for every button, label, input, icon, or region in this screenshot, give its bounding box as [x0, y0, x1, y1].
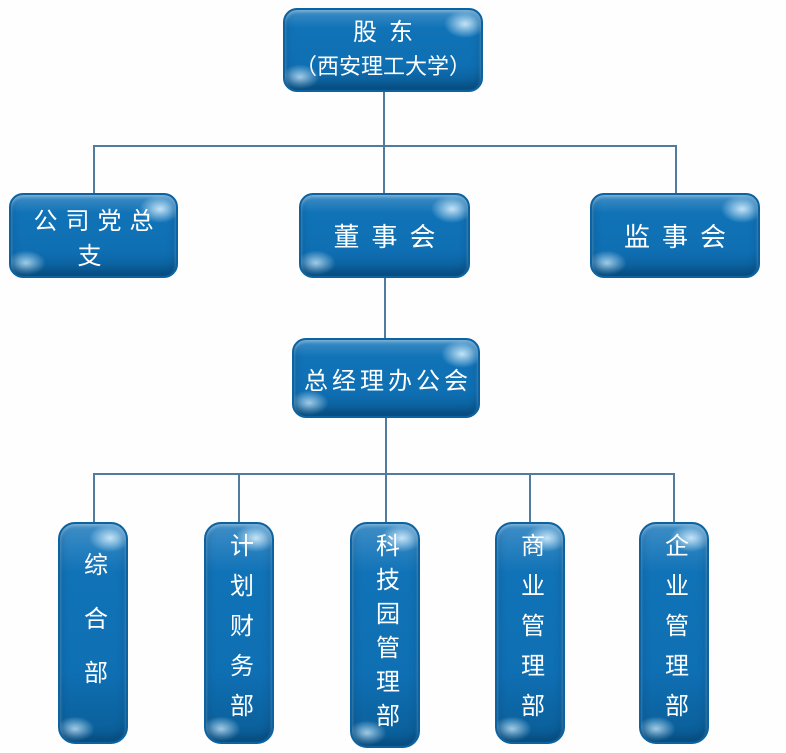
connector-root-spine	[383, 92, 385, 193]
node-gm-office-label: 总经理办公会	[304, 368, 472, 395]
connector-office-spine	[385, 418, 387, 522]
node-dept-general: 综合部	[58, 522, 128, 744]
connector-drop-dept-4	[529, 473, 531, 522]
node-board-of-directors-label: 董事会	[333, 223, 448, 252]
node-dept-enterprise-label: 企业管理部	[660, 533, 687, 733]
node-dept-science-park-label: 科技园管理部	[371, 533, 398, 737]
node-supervisory-board-label: 监事会	[623, 223, 738, 252]
node-gm-office: 总经理办公会	[292, 338, 480, 418]
node-dept-enterprise: 企业管理部	[639, 522, 709, 744]
node-dept-planning-finance-label: 计划财务部	[225, 533, 252, 733]
connector-drop-dept-1	[93, 473, 95, 522]
node-dept-planning-finance: 计划财务部	[204, 522, 274, 744]
node-shareholder: 股东 （西安理工大学）	[283, 8, 483, 92]
connector-board-to-office	[384, 278, 386, 338]
node-dept-general-label: 综合部	[79, 552, 106, 714]
connector-level2-bus	[93, 145, 677, 147]
node-board-of-directors: 董事会	[299, 193, 470, 278]
connector-departments-bus	[93, 473, 675, 475]
node-shareholder-label: 股东	[353, 20, 425, 46]
node-dept-commercial-label: 商业管理部	[516, 533, 543, 733]
connector-drop-supervisory	[675, 145, 677, 193]
node-dept-science-park: 科技园管理部	[350, 522, 420, 748]
node-shareholder-subtitle: （西安理工大学）	[294, 54, 471, 79]
node-party-branch: 公司党总支	[9, 193, 178, 278]
connector-drop-dept-5	[673, 473, 675, 522]
connector-drop-dept-2	[238, 473, 240, 522]
connector-drop-party-branch	[93, 145, 95, 193]
node-dept-commercial: 商业管理部	[495, 522, 565, 744]
node-party-branch-label: 公司党总支	[33, 208, 162, 270]
node-supervisory-board: 监事会	[590, 193, 760, 278]
